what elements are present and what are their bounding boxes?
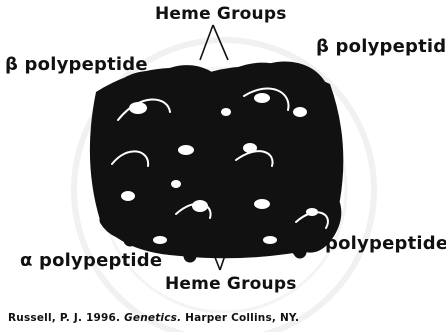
beta-polypeptide-label-left: β polypeptide: [5, 54, 148, 75]
citation: Russell, P. J. 1996. Genetics. Harper Co…: [8, 312, 299, 324]
alpha-polypeptide-label-right: α polypeptide: [306, 233, 446, 254]
citation-title: Genetics.: [124, 312, 181, 324]
beta-polypeptide-label-right: β polypeptide: [316, 36, 446, 57]
citation-authors-year: Russell, P. J. 1996.: [8, 312, 120, 324]
hemoglobin-molecule: [90, 66, 343, 258]
alpha-polypeptide-label-left: α polypeptide: [20, 250, 162, 271]
heme-groups-label-bottom: Heme Groups: [165, 274, 297, 294]
citation-publisher: Harper Collins, NY.: [185, 312, 299, 324]
heme-groups-label-top: Heme Groups: [155, 4, 287, 24]
